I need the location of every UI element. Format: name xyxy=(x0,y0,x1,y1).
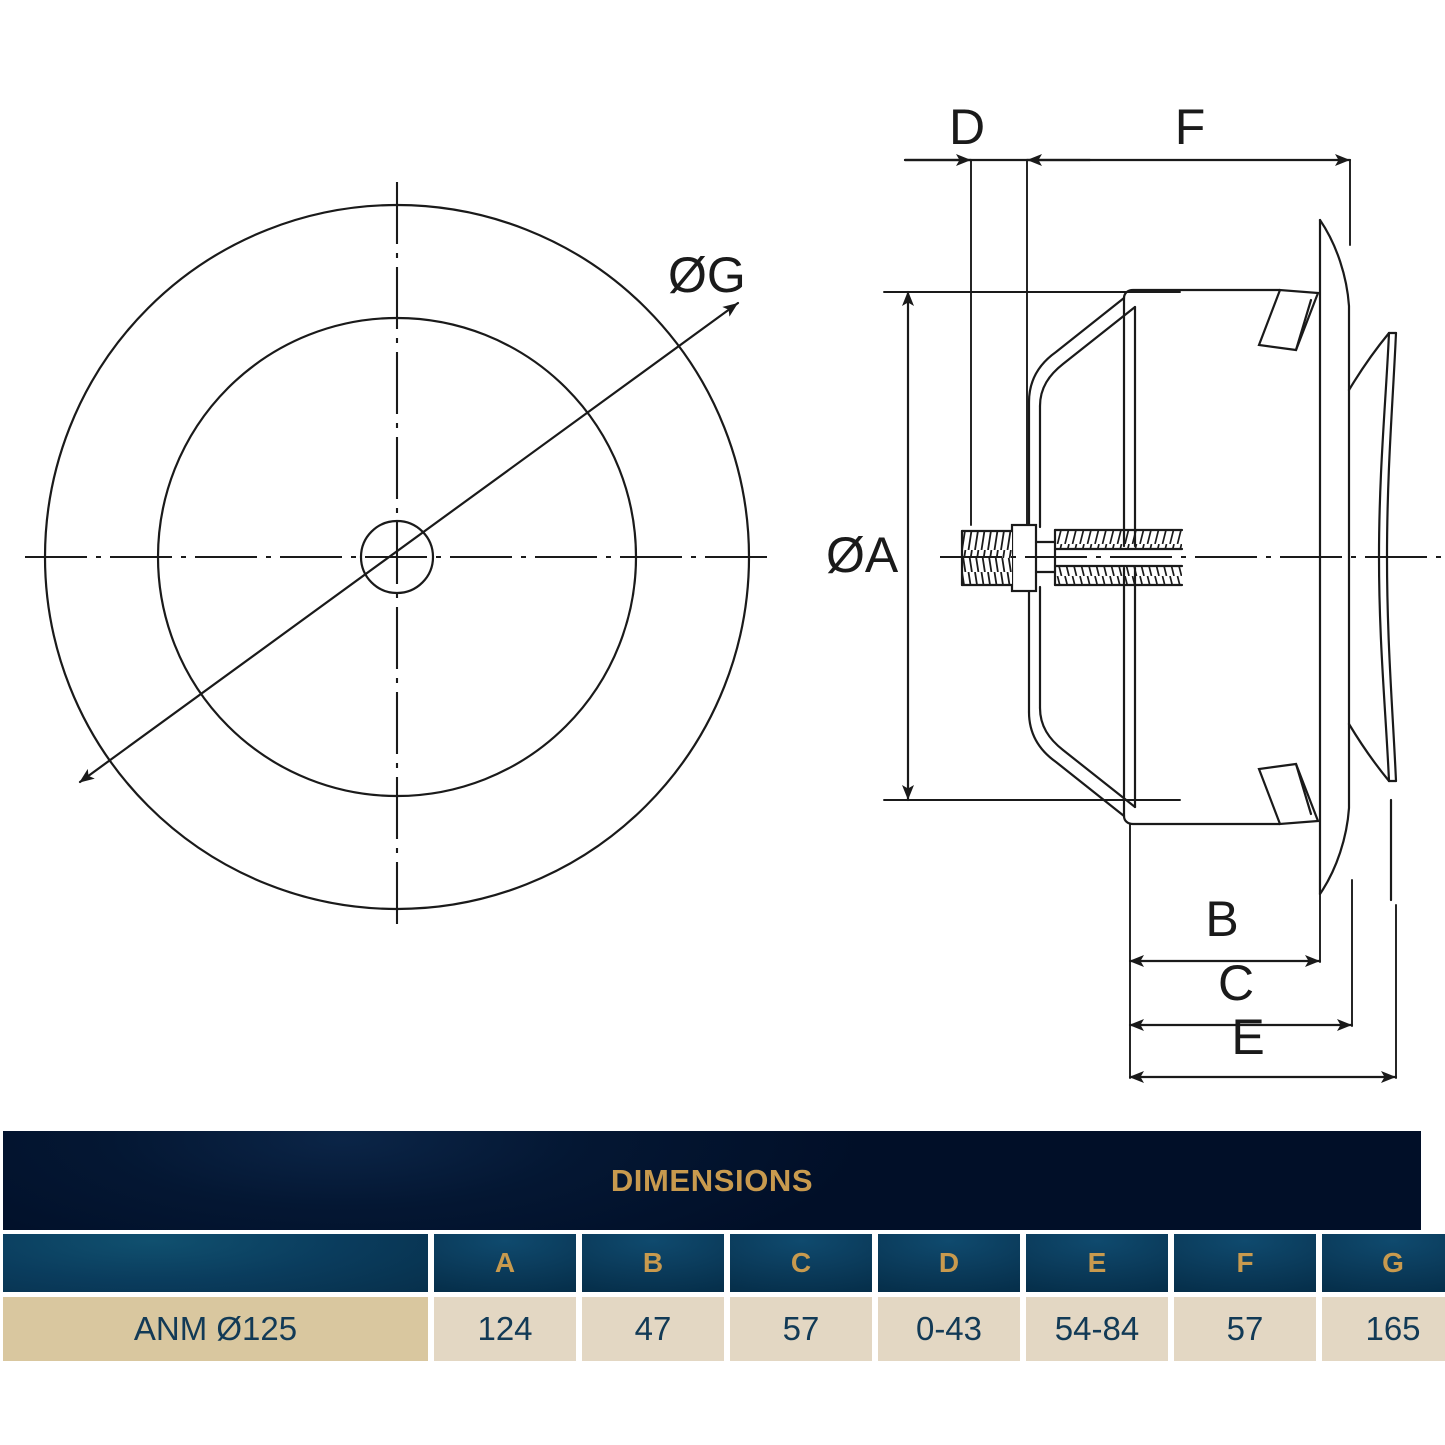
cell-gap xyxy=(576,1297,582,1361)
cone-upper-outer xyxy=(1027,296,1126,404)
shaft-thread-lower xyxy=(1055,566,1182,585)
cell-gap xyxy=(1316,1234,1322,1292)
cell-value-f: 57 xyxy=(1174,1297,1316,1361)
cell-gap xyxy=(872,1297,878,1361)
dimensions-table: DIMENSIONS A B C D E F G ANM Ø125 124 47… xyxy=(3,1131,1445,1361)
flange-plate-upper xyxy=(1318,218,1351,559)
body-lower-outer-curve xyxy=(1122,814,1282,826)
diameter-g-dimension-line xyxy=(78,301,740,784)
cell-gap xyxy=(1168,1297,1174,1361)
cell-gap xyxy=(724,1234,730,1292)
body-upper-outer-curve xyxy=(1122,288,1282,300)
cell-gap xyxy=(1020,1297,1026,1361)
clip-tab-lower xyxy=(1257,762,1320,826)
side-view xyxy=(883,154,1445,1083)
header-cell-e: E xyxy=(1026,1234,1168,1292)
table-row: ANM Ø125 124 47 57 0-43 54-84 57 165 xyxy=(3,1297,1445,1361)
clip-tab-lower-edge xyxy=(1294,762,1313,816)
header-cell-a: A xyxy=(434,1234,576,1292)
cell-value-a: 124 xyxy=(434,1297,576,1361)
cell-value-c: 57 xyxy=(730,1297,872,1361)
label-b: B xyxy=(1205,891,1238,947)
dimensions-title: DIMENSIONS xyxy=(610,1162,814,1198)
cone-lower-outer xyxy=(1027,710,1126,818)
cell-value-e: 54-84 xyxy=(1026,1297,1168,1361)
outer-disc-outer xyxy=(1377,331,1391,783)
label-f: F xyxy=(1175,99,1206,155)
cell-value-b: 47 xyxy=(582,1297,724,1361)
cell-value-d: 0-43 xyxy=(878,1297,1020,1361)
label-c: C xyxy=(1218,955,1254,1011)
cell-gap xyxy=(1168,1234,1174,1292)
outer-disc-inner xyxy=(1385,331,1398,783)
header-cell-d: D xyxy=(878,1234,1020,1292)
cone-lower-inner xyxy=(1038,706,1137,809)
flange-plate-lower xyxy=(1318,555,1351,896)
cone-upper-inner xyxy=(1038,305,1137,408)
dimensions-banner: DIMENSIONS xyxy=(3,1131,1421,1230)
header-cell-model xyxy=(3,1234,428,1292)
header-cell-g: G xyxy=(1322,1234,1445,1292)
header-cell-f: F xyxy=(1174,1234,1316,1292)
cell-gap xyxy=(428,1297,434,1361)
label-d: D xyxy=(949,99,985,155)
cell-gap xyxy=(576,1234,582,1292)
shaft-thread-upper xyxy=(1055,530,1182,549)
label-e: E xyxy=(1231,1009,1264,1065)
cell-gap xyxy=(1316,1297,1322,1361)
label-diameter-g: ØG xyxy=(668,247,746,303)
header-cell-b: B xyxy=(582,1234,724,1292)
cell-gap xyxy=(724,1297,730,1361)
cell-model-name: ANM Ø125 xyxy=(3,1297,428,1361)
cell-value-g: 165 xyxy=(1322,1297,1445,1361)
header-cell-c: C xyxy=(730,1234,872,1292)
outer-flange-circle xyxy=(43,203,751,911)
clip-tab-upper xyxy=(1257,288,1320,352)
cell-gap xyxy=(428,1234,434,1292)
cell-gap xyxy=(872,1234,878,1292)
outer-disc-flare-lower xyxy=(1347,722,1391,783)
outer-disc-flare-upper xyxy=(1347,331,1391,392)
front-view xyxy=(25,182,768,932)
clip-tab-upper-edge xyxy=(1294,298,1313,352)
cell-gap xyxy=(1020,1234,1026,1292)
table-header-row: A B C D E F G xyxy=(3,1234,1445,1292)
label-diameter-a: ØA xyxy=(826,527,899,583)
